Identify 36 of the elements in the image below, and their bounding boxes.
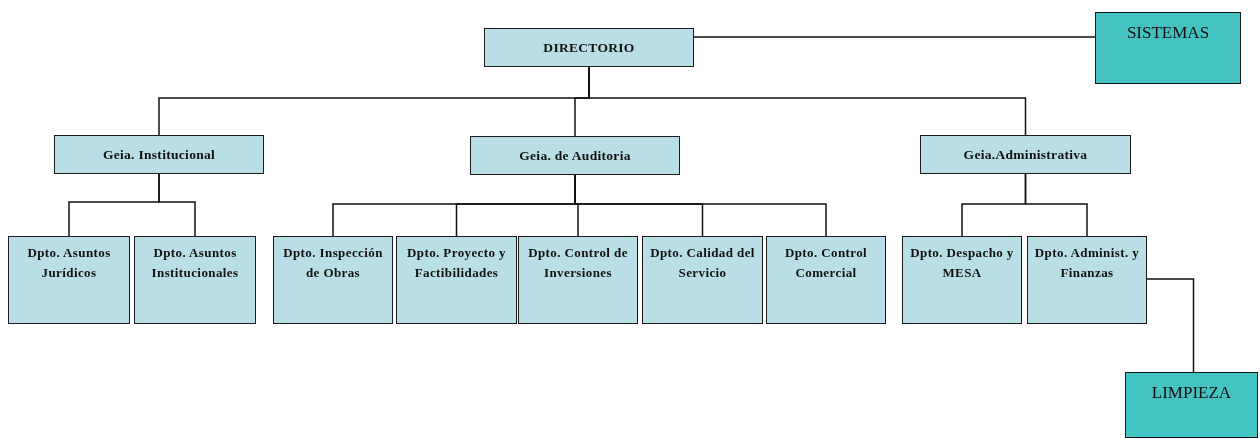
side-unit-box [1095, 12, 1241, 84]
department-box [1027, 236, 1147, 324]
unit-name: SISTEMAS [1126, 23, 1210, 42]
unit-name: DIRECTORIO [543, 39, 635, 57]
connector-line [574, 174, 827, 237]
department-box [8, 236, 130, 324]
unit-name: Dpto. Calidad del Servicio [649, 244, 756, 282]
unit-box [54, 135, 264, 174]
unit-name: Dpto. Proyecto y Factibilidades [406, 244, 507, 282]
unit-name: Geia.Administrativa [963, 146, 1088, 164]
unit-name: Dpto. Inspección de Obras [282, 244, 384, 282]
department-box [518, 236, 638, 324]
unit-name: LIMPIEZA [1151, 383, 1232, 402]
department-box [396, 236, 517, 324]
side-unit-box [1125, 372, 1258, 438]
unit-name: Geia. de Auditoria [519, 147, 631, 165]
unit-box [470, 136, 680, 175]
connector-line [1024, 173, 1088, 237]
department-box [766, 236, 886, 324]
department-box [273, 236, 393, 324]
unit-name: Dpto. Despacho y MESA [909, 244, 1015, 282]
unit-name: Dpto. Control Comercial [783, 244, 869, 282]
department-box [902, 236, 1022, 324]
department-box [642, 236, 763, 324]
unit-name: Dpto. Asuntos Institucionales [150, 244, 240, 282]
department-box [134, 236, 256, 324]
unit-box [920, 135, 1131, 174]
connector-line [1146, 278, 1195, 373]
unit-name: Dpto. Asuntos Jurídicos [26, 244, 112, 282]
connector-line [158, 173, 196, 237]
unit-name: Dpto. Administ. y Finanzas [1033, 244, 1141, 282]
unit-box [484, 28, 694, 67]
unit-name: Dpto. Control de Inversiones [527, 244, 629, 282]
connector-line [588, 66, 1027, 136]
unit-name: Geia. Institucional [102, 146, 216, 164]
connector-line [693, 36, 1096, 38]
